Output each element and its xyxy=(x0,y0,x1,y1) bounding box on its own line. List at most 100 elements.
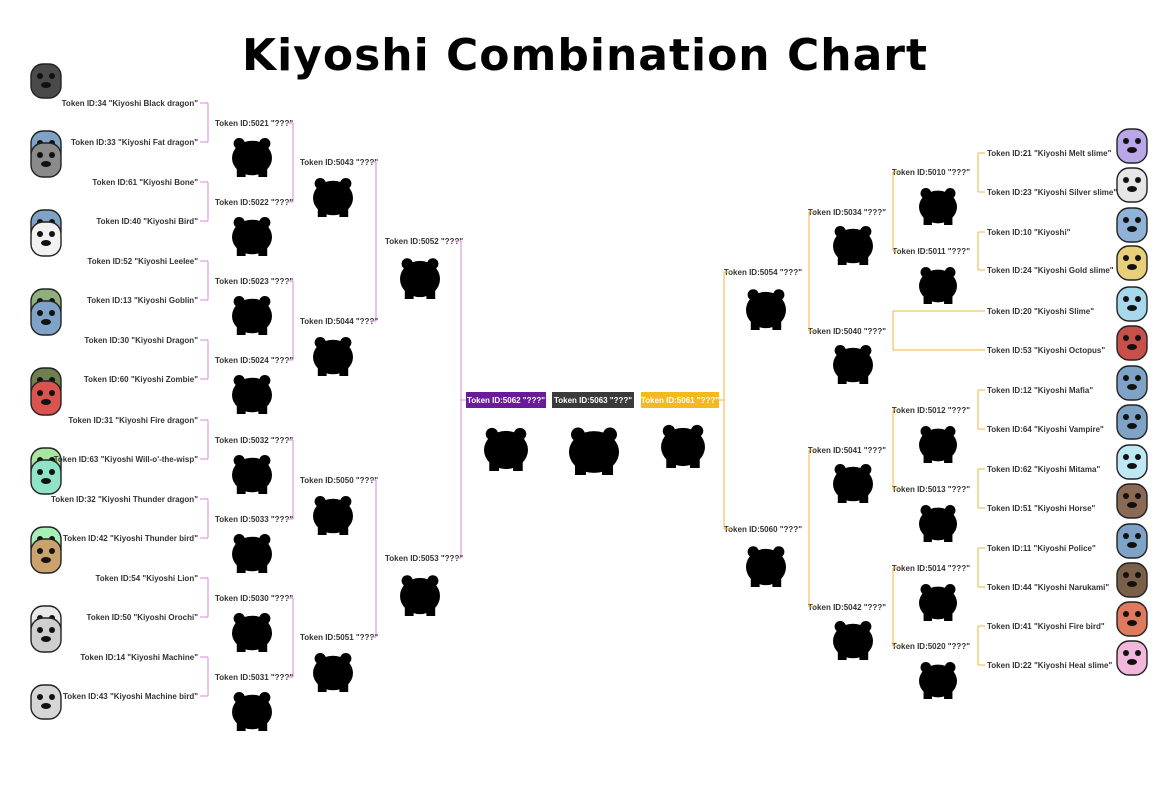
right-leaf-character-icon xyxy=(1116,601,1148,637)
silhouette-ear xyxy=(340,652,352,665)
round3-label: Token ID:5040 "???" xyxy=(808,327,886,336)
character-mouth xyxy=(1127,463,1137,469)
silhouette-leg xyxy=(944,610,953,621)
silhouette-ear xyxy=(690,424,704,438)
character-body xyxy=(30,142,62,178)
character-eye xyxy=(1135,138,1141,144)
character-mouth xyxy=(1127,186,1137,192)
silhouette-ear xyxy=(259,533,271,546)
character-eye xyxy=(1135,650,1141,656)
silhouette-ear xyxy=(920,505,932,516)
round2-silhouette-icon xyxy=(232,295,272,335)
round4-silhouette-icon xyxy=(746,546,786,587)
character-mouth xyxy=(41,399,51,405)
silhouette-ear xyxy=(603,427,617,442)
character-eye xyxy=(49,73,55,79)
final-right-badge: Token ID:5061 "???" xyxy=(641,396,719,405)
round3-label: Token ID:5042 "???" xyxy=(808,603,886,612)
leaf-label: Token ID:42 "Kiyoshi Thunder bird" xyxy=(63,534,198,543)
right-leaf-character-icon xyxy=(1116,245,1148,281)
character-eye xyxy=(37,310,43,316)
silhouette-leg xyxy=(258,244,268,256)
character-eye xyxy=(1135,572,1141,578)
silhouette-ear xyxy=(944,584,956,595)
silhouette-ear xyxy=(944,505,956,516)
round2-silhouette-icon xyxy=(232,137,272,177)
round3-label: Token ID:5041 "???" xyxy=(808,446,886,455)
right-leaf-character-icon xyxy=(1116,167,1148,203)
leaf-label: Token ID:20 "Kiyoshi Slime" xyxy=(987,307,1094,316)
round2-label: Token ID:5024 "???" xyxy=(215,356,293,365)
silhouette-leg xyxy=(236,482,246,494)
leaf-label: Token ID:52 "Kiyoshi Leelee" xyxy=(87,257,198,266)
silhouette-ear xyxy=(340,495,352,508)
silhouette-leg xyxy=(513,458,523,471)
round3-silhouette-icon xyxy=(313,495,353,535)
silhouette-ear xyxy=(944,267,956,278)
silhouette-leg xyxy=(666,455,676,468)
character-eye xyxy=(37,548,43,554)
character-body xyxy=(1116,483,1148,519)
silhouette-ear xyxy=(259,216,271,229)
silhouette-leg xyxy=(837,372,847,384)
character-mouth xyxy=(41,557,51,563)
character-mouth xyxy=(1127,384,1137,390)
silhouette-leg xyxy=(317,364,327,376)
silhouette-leg xyxy=(236,640,246,652)
character-eye xyxy=(1123,296,1129,302)
round3-silhouette-icon xyxy=(313,652,353,692)
silhouette-leg xyxy=(339,364,349,376)
round2-silhouette-icon xyxy=(919,505,957,542)
character-eye xyxy=(1123,572,1129,578)
silhouette-leg xyxy=(426,287,436,299)
silhouette-ear xyxy=(233,612,245,625)
silhouette-ear xyxy=(834,463,846,476)
character-mouth xyxy=(1127,423,1137,429)
silhouette-ear xyxy=(314,177,326,190)
silhouette-leg xyxy=(923,688,932,699)
character-body xyxy=(30,300,62,336)
final-right-badge-background xyxy=(641,392,719,408)
silhouette-ear xyxy=(513,427,527,441)
round2-label: Token ID:5020 "???" xyxy=(892,642,970,651)
round4-silhouette-icon xyxy=(746,289,786,330)
character-eye xyxy=(1123,650,1129,656)
leaf-label: Token ID:10 "Kiyoshi" xyxy=(987,228,1071,237)
round2-label: Token ID:5023 "???" xyxy=(215,277,293,286)
character-body xyxy=(1116,562,1148,598)
round2-label: Token ID:5014 "???" xyxy=(892,564,970,573)
round4-label: Token ID:5052 "???" xyxy=(385,237,463,246)
silhouette-leg xyxy=(944,452,953,463)
character-body xyxy=(1116,167,1148,203)
leaf-label: Token ID:24 "Kiyoshi Gold slime" xyxy=(987,266,1114,275)
character-body xyxy=(1116,523,1148,559)
silhouette-leg xyxy=(404,604,414,616)
character-body xyxy=(30,617,62,653)
leaf-label: Token ID:33 "Kiyoshi Fat dragon" xyxy=(71,138,198,147)
silhouette-ear xyxy=(259,295,271,308)
character-mouth xyxy=(1127,226,1137,232)
character-body xyxy=(1116,601,1148,637)
round3-silhouette-icon xyxy=(313,336,353,376)
character-eye xyxy=(1135,296,1141,302)
silhouette-ear xyxy=(427,575,439,587)
silhouette-ear xyxy=(920,188,932,199)
character-body xyxy=(30,221,62,257)
silhouette-ear xyxy=(860,344,872,357)
silhouette-leg xyxy=(690,455,700,468)
round2-silhouette-icon xyxy=(232,216,272,256)
round2-silhouette-icon xyxy=(232,454,272,494)
silhouette-leg xyxy=(236,561,246,573)
silhouette-leg xyxy=(236,244,246,256)
silhouette-leg xyxy=(317,205,327,217)
silhouette-ear xyxy=(773,546,785,558)
silhouette-ear xyxy=(485,427,499,441)
character-body xyxy=(1116,365,1148,401)
silhouette-leg xyxy=(258,165,268,177)
character-eye xyxy=(1123,335,1129,341)
right-leaf-character-icon xyxy=(1116,128,1148,164)
silhouette-leg xyxy=(750,575,760,587)
round3-silhouette-icon xyxy=(833,620,873,660)
silhouette-ear xyxy=(314,652,326,665)
